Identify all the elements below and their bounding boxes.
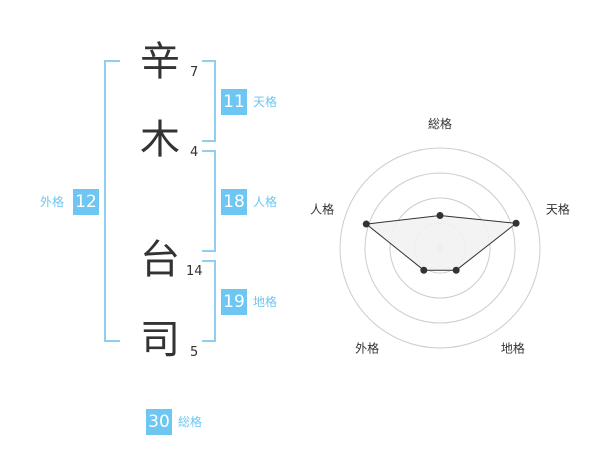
- name-char-4: 司: [140, 317, 180, 363]
- radar-point-5: [362, 220, 370, 228]
- tenkaku-bracket: [202, 60, 216, 142]
- radar-ring: [389, 197, 491, 299]
- tenkaku-label: 天格: [253, 95, 278, 109]
- chikaku-badge: 19: [221, 289, 247, 315]
- jinkaku-badge: 18: [221, 189, 247, 215]
- radar-point-2: [512, 219, 520, 227]
- radar-axis-label: 総格: [428, 116, 452, 131]
- stroke-count-2: 4: [190, 145, 199, 160]
- stroke-count-4: 5: [190, 345, 199, 360]
- name-char-3: 台: [140, 237, 180, 283]
- jinkaku-label: 人格: [253, 195, 278, 209]
- radar-polygon: [365, 214, 518, 271]
- jinkaku-bracket: [202, 150, 216, 252]
- radar-point-1: [436, 212, 444, 219]
- chikaku-bracket: [202, 260, 216, 342]
- radar-ring: [339, 147, 541, 349]
- tenkaku-badge: 11: [221, 89, 247, 115]
- soukaku-label: 総格: [178, 415, 203, 429]
- soukaku-badge: 30: [146, 409, 172, 435]
- radar-point-3: [452, 266, 460, 274]
- radar-axis-label: 天格: [546, 202, 570, 217]
- radar-ring: [364, 172, 516, 324]
- radar-axis-label: 地格: [501, 340, 525, 355]
- stroke-count-3: 14: [186, 264, 203, 279]
- radar-axis-label: 人格: [310, 202, 334, 217]
- radar-axis-label: 外格: [355, 340, 379, 355]
- stroke-count-1: 7: [190, 65, 199, 80]
- gaikaku-label: 外格: [40, 195, 65, 209]
- name-char-1: 辛: [140, 39, 180, 85]
- gaikaku-bracket: [104, 60, 120, 342]
- chikaku-label: 地格: [253, 295, 278, 309]
- gaikaku-badge: 12: [73, 189, 99, 215]
- radar-point-4: [420, 266, 428, 274]
- name-char-2: 木: [140, 117, 180, 163]
